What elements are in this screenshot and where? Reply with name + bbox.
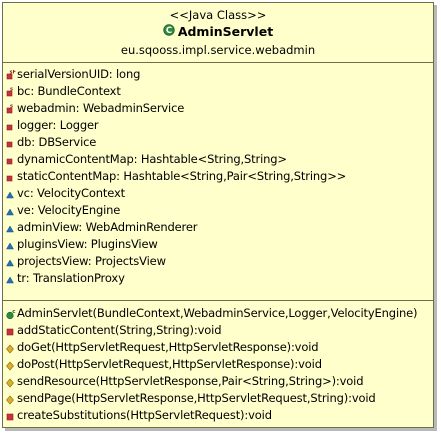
field-row-label: projectsView: ProjectsView (17, 254, 166, 268)
protected-method-icon (6, 358, 16, 372)
svg-text:c: c (12, 309, 15, 315)
field-row[interactable]: staticContentMap: Hashtable<String,Pair<… (6, 168, 433, 185)
method-row-label: doGet(HttpServletRequest,HttpServletResp… (17, 340, 319, 354)
field-row-label: logger: Logger (17, 118, 99, 132)
field-row[interactable]: pluginsView: PluginsView (6, 236, 433, 253)
class-name-row: C AdminServlet (3, 23, 433, 41)
package-name: eu.sqooss.impl.service.webadmin (120, 43, 316, 57)
private-field-icon (6, 170, 16, 184)
private-static-field-icon: s (6, 102, 16, 116)
package-field-icon (6, 238, 16, 252)
method-row-label: doPost(HttpServletRequest,HttpServletRes… (17, 357, 322, 371)
method-row[interactable]: sendResource(HttpServletResponse,Pair<St… (6, 373, 433, 390)
protected-method-icon (6, 375, 16, 389)
private-static-field-icon: s (6, 85, 16, 99)
svg-text:s: s (10, 104, 13, 110)
field-row-label: tr: TranslationProxy (17, 271, 125, 285)
field-row[interactable]: s webadmin: WebadminService (6, 100, 433, 117)
private-method-icon (6, 324, 16, 338)
field-row-label: db: DBService (17, 135, 97, 149)
field-row-label: serialVersionUID: long (17, 67, 141, 81)
package-field-icon (6, 204, 16, 218)
private-static-final-field-icon: sF (6, 68, 16, 82)
field-row[interactable]: s bc: BundleContext (6, 83, 433, 100)
field-row[interactable]: logger: Logger (6, 117, 433, 134)
protected-method-icon (6, 392, 16, 406)
stereotype-label: <<Java Class>> (169, 8, 267, 22)
method-row-label: sendPage(HttpServletResponse,HttpServlet… (17, 391, 376, 405)
field-row[interactable]: tr: TranslationProxy (6, 270, 433, 287)
package-field-icon (6, 221, 16, 235)
public-constructor-icon: c (6, 307, 16, 321)
method-row-label: sendResource(HttpServletResponse,Pair<St… (17, 374, 364, 388)
svg-text:C: C (166, 26, 172, 36)
private-method-icon (6, 409, 16, 423)
class-box[interactable]: <<Java Class>> C AdminServlet eu.sqooss.… (2, 2, 434, 428)
field-row-label: dynamicContentMap: Hashtable<String,Stri… (17, 152, 287, 166)
class-icon: C (163, 23, 175, 41)
package-field-icon (6, 187, 16, 201)
field-row-label: ve: VelocityEngine (17, 203, 121, 217)
protected-method-icon (6, 341, 16, 355)
field-row-label: adminView: WebAdminRenderer (17, 220, 198, 234)
method-row[interactable]: addStaticContent(String,String):void (6, 322, 433, 339)
private-field-icon (6, 136, 16, 150)
svg-text:s: s (10, 87, 13, 93)
method-row[interactable]: doPost(HttpServletRequest,HttpServletRes… (6, 356, 433, 373)
package-field-icon (6, 272, 16, 286)
class-name: AdminServlet (177, 24, 274, 39)
field-row-label: bc: BundleContext (17, 84, 121, 98)
field-row[interactable]: projectsView: ProjectsView (6, 253, 433, 270)
field-row-label: pluginsView: PluginsView (17, 237, 158, 251)
field-row[interactable]: ve: VelocityEngine (6, 202, 433, 219)
method-row[interactable]: sendPage(HttpServletResponse,HttpServlet… (6, 390, 433, 407)
field-row[interactable]: db: DBService (6, 134, 433, 151)
class-header: <<Java Class>> C AdminServlet eu.sqooss.… (3, 3, 433, 63)
method-row-label: AdminServlet(BundleContext,WebadminServi… (17, 306, 418, 320)
field-row[interactable]: adminView: WebAdminRenderer (6, 219, 433, 236)
field-row-label: staticContentMap: Hashtable<String,Pair<… (17, 169, 347, 183)
field-row[interactable]: dynamicContentMap: Hashtable<String,Stri… (6, 151, 433, 168)
field-row[interactable]: vc: VelocityContext (6, 185, 433, 202)
method-row-label: createSubstitutions(HttpServletRequest):… (17, 408, 272, 422)
field-row-label: vc: VelocityContext (17, 186, 125, 200)
private-field-icon (6, 153, 16, 167)
method-row[interactable]: createSubstitutions(HttpServletRequest):… (6, 407, 433, 424)
field-row-label: webadmin: WebadminService (17, 101, 185, 115)
method-row[interactable]: doGet(HttpServletRequest,HttpServletResp… (6, 339, 433, 356)
private-field-icon (6, 119, 16, 133)
method-row-label: addStaticContent(String,String):void (17, 323, 222, 337)
package-field-icon (6, 255, 16, 269)
svg-text:sF: sF (10, 70, 16, 76)
